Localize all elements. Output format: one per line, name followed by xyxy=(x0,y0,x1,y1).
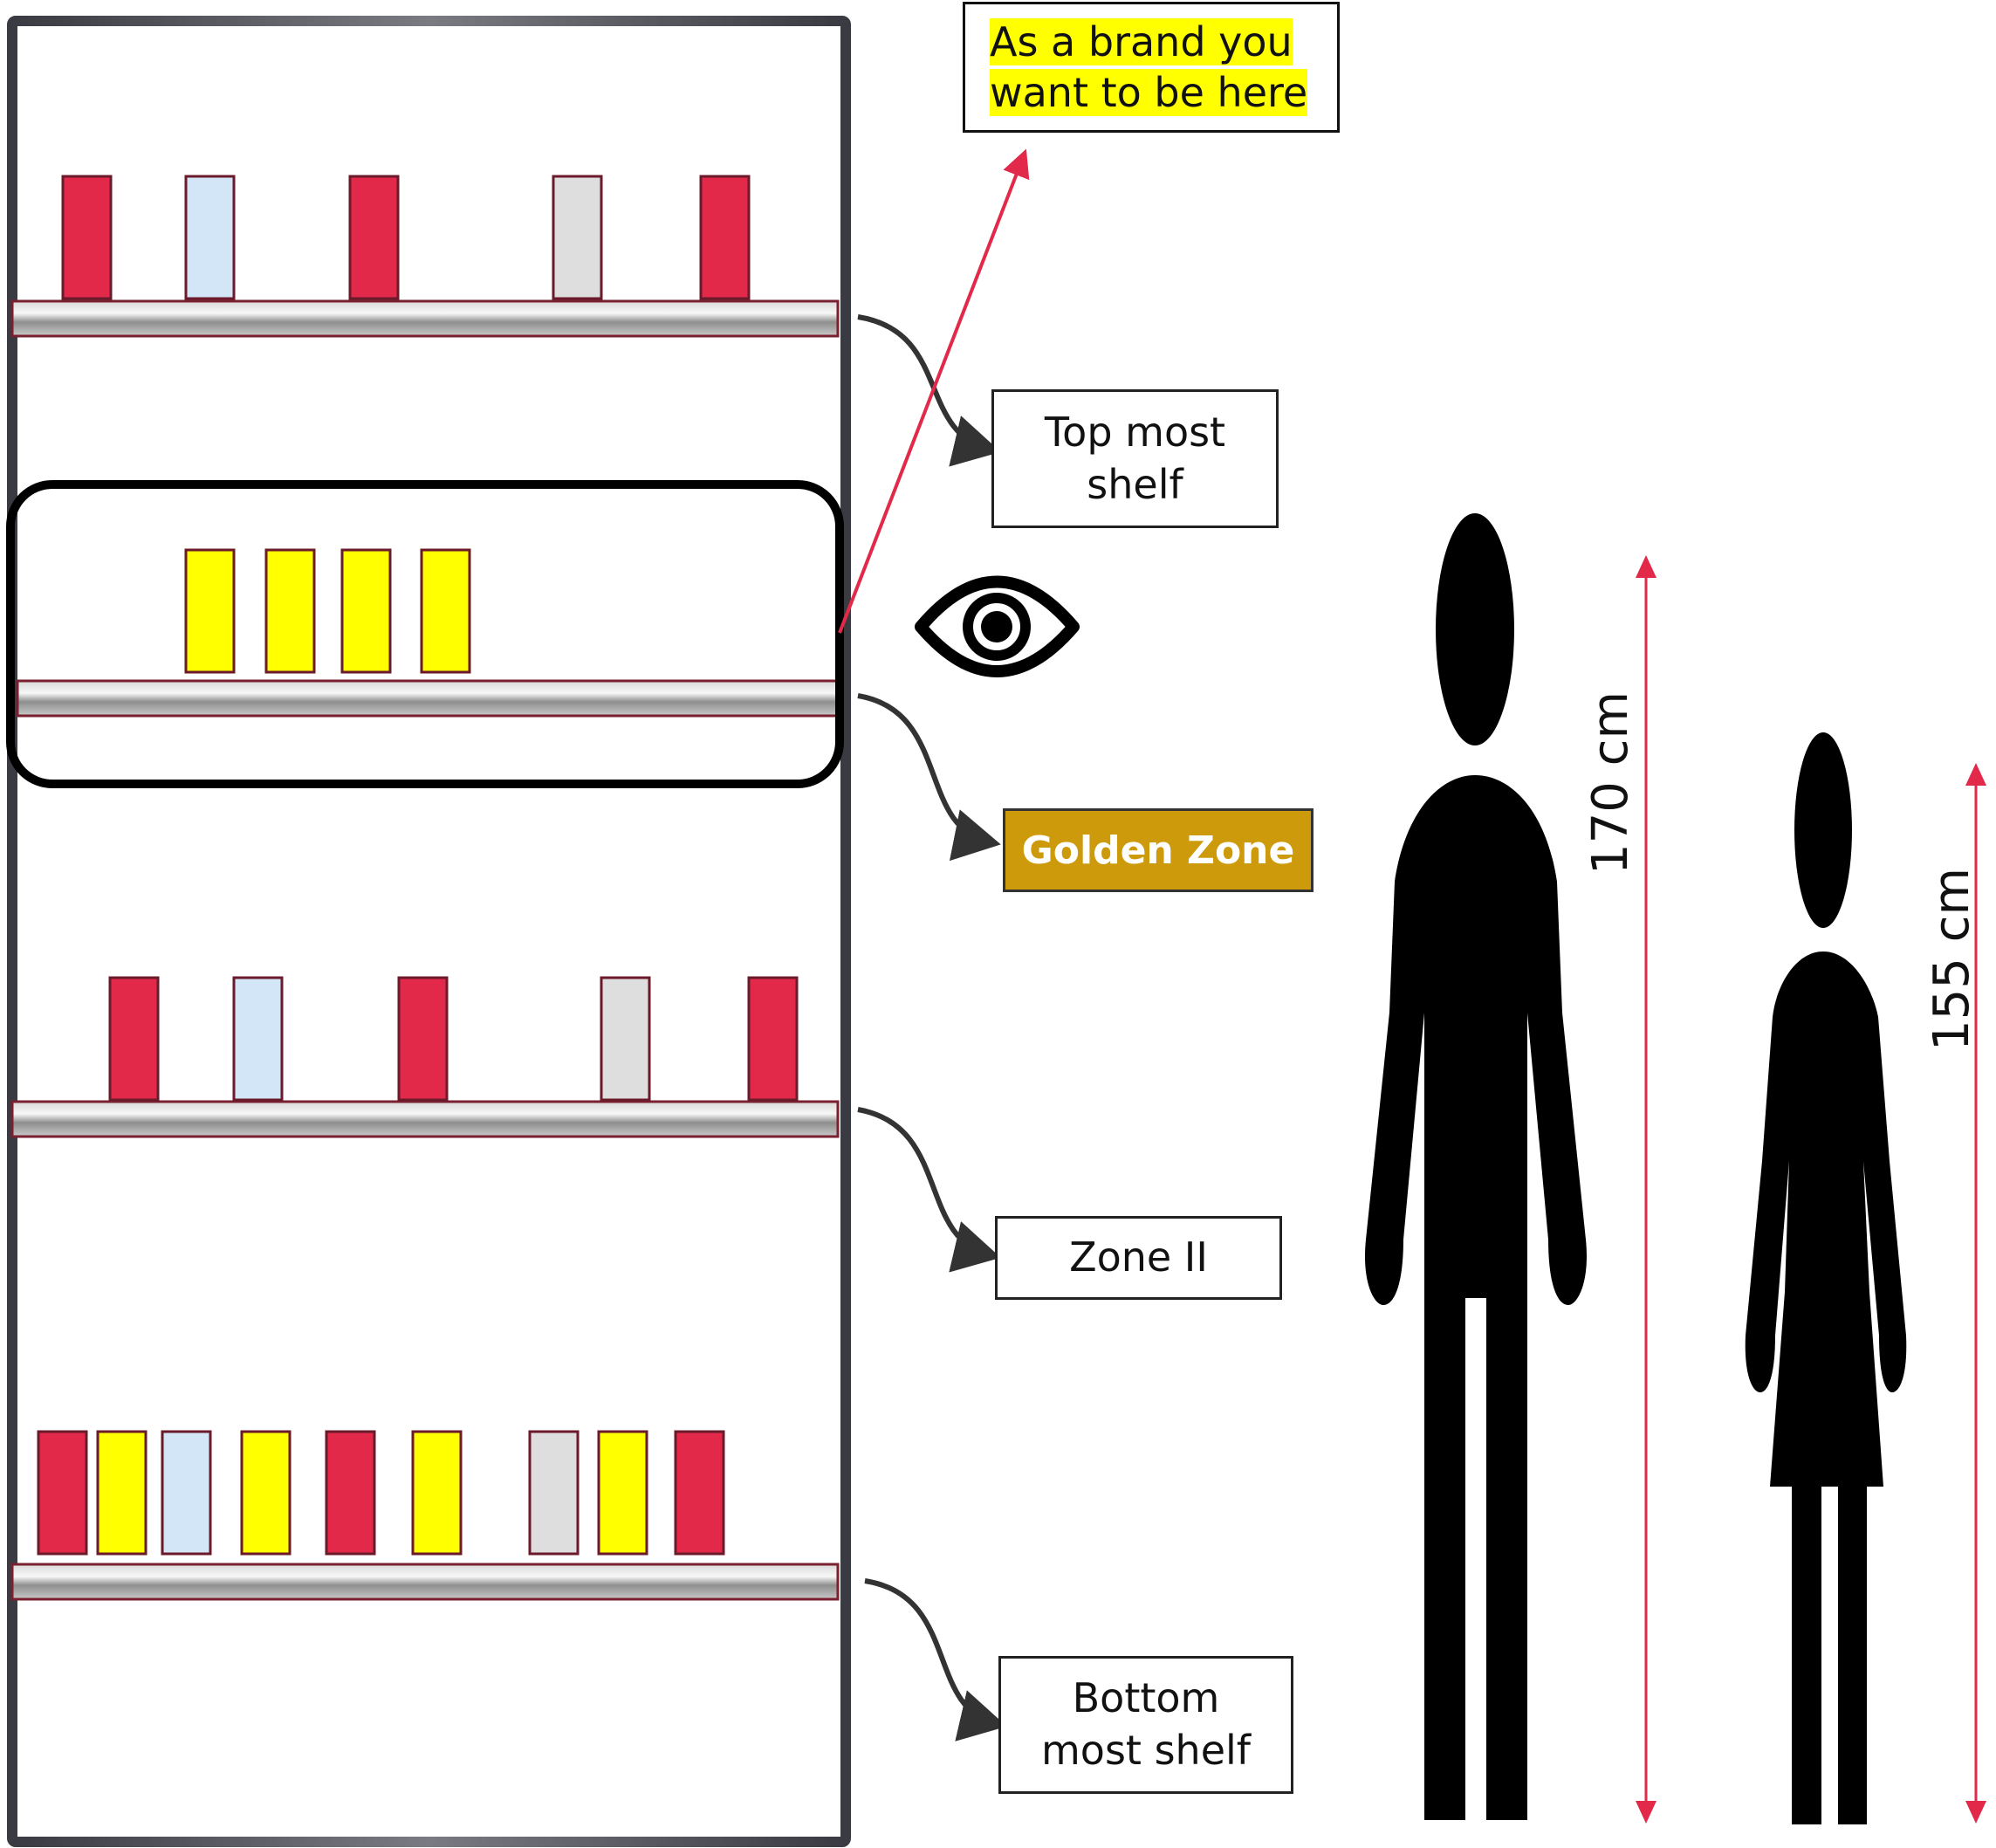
shelf-planks xyxy=(10,299,840,1601)
shelf-plank-golden xyxy=(16,679,840,718)
golden-zone-label: Golden Zone xyxy=(1003,808,1314,892)
brand-callout: As a brand you want to be here xyxy=(963,2,1340,133)
product-light-blue-top-most-shelf-2 xyxy=(184,175,236,300)
product-light-blue-bottom-most-shelf-3 xyxy=(161,1430,212,1556)
man-silhouette xyxy=(1365,513,1587,1820)
product-yellow-bottom-most-shelf-6 xyxy=(411,1430,463,1556)
product-yellow-golden-zone-shelf-2 xyxy=(264,548,316,674)
shelving-unit-frame xyxy=(7,16,851,1847)
product-yellow-bottom-most-shelf-2 xyxy=(96,1430,147,1556)
bottom-shelf-label-text: Bottom most shelf xyxy=(1041,1674,1251,1774)
connector-arrow-bottom xyxy=(864,1578,1007,1742)
top-shelf-label-text: Top most shelf xyxy=(1044,408,1226,508)
height-arrow-man xyxy=(1636,555,1656,1824)
zone-ii-label-text: Zone II xyxy=(1069,1233,1208,1281)
product-yellow-golden-zone-shelf-4 xyxy=(420,548,471,674)
brand-arrow xyxy=(838,148,1030,634)
golden-zone-highlight xyxy=(6,480,844,788)
product-red-top-most-shelf-1 xyxy=(61,175,113,300)
man-height-label: 170 cm xyxy=(1582,690,1639,875)
shelf-plank-zone-ii xyxy=(10,1100,840,1138)
product-yellow-bottom-most-shelf-8 xyxy=(597,1430,648,1556)
product-red-zone-ii-shelf-1 xyxy=(108,976,160,1102)
golden-zone-label-text: Golden Zone xyxy=(1021,828,1295,873)
product-red-bottom-most-shelf-1 xyxy=(37,1430,88,1556)
products xyxy=(37,175,799,1556)
woman-silhouette xyxy=(1745,732,1907,1824)
product-light-blue-zone-ii-shelf-2 xyxy=(232,976,284,1102)
top-shelf-label: Top most shelf xyxy=(991,389,1279,528)
product-yellow-golden-zone-shelf-1 xyxy=(184,548,236,674)
product-red-top-most-shelf-3 xyxy=(348,175,400,300)
connector-arrow-zone-ii xyxy=(857,1107,1001,1273)
shelf-plank-bottom xyxy=(10,1563,840,1601)
woman-height-label: 155 cm xyxy=(1924,867,1980,1051)
product-red-top-most-shelf-5 xyxy=(699,175,751,300)
shelf-plank-top xyxy=(10,299,840,338)
product-red-zone-ii-shelf-5 xyxy=(747,976,799,1102)
connector-arrow-golden xyxy=(857,693,1001,862)
product-red-bottom-most-shelf-5 xyxy=(325,1430,376,1556)
bottom-shelf-label: Bottom most shelf xyxy=(998,1656,1293,1794)
brand-callout-text: As a brand you want to be here xyxy=(990,18,1308,116)
connector-arrow-top xyxy=(857,314,1001,467)
product-yellow-golden-zone-shelf-3 xyxy=(340,548,392,674)
product-yellow-bottom-most-shelf-4 xyxy=(240,1430,292,1556)
product-gray-bottom-most-shelf-7 xyxy=(528,1430,580,1556)
product-gray-zone-ii-shelf-4 xyxy=(600,976,651,1102)
product-red-zone-ii-shelf-3 xyxy=(397,976,449,1102)
zone-ii-label: Zone II xyxy=(995,1216,1282,1300)
product-gray-top-most-shelf-4 xyxy=(552,175,603,300)
height-arrow-woman xyxy=(1965,763,1986,1824)
eye-icon xyxy=(915,575,1080,677)
product-red-bottom-most-shelf-9 xyxy=(674,1430,725,1556)
